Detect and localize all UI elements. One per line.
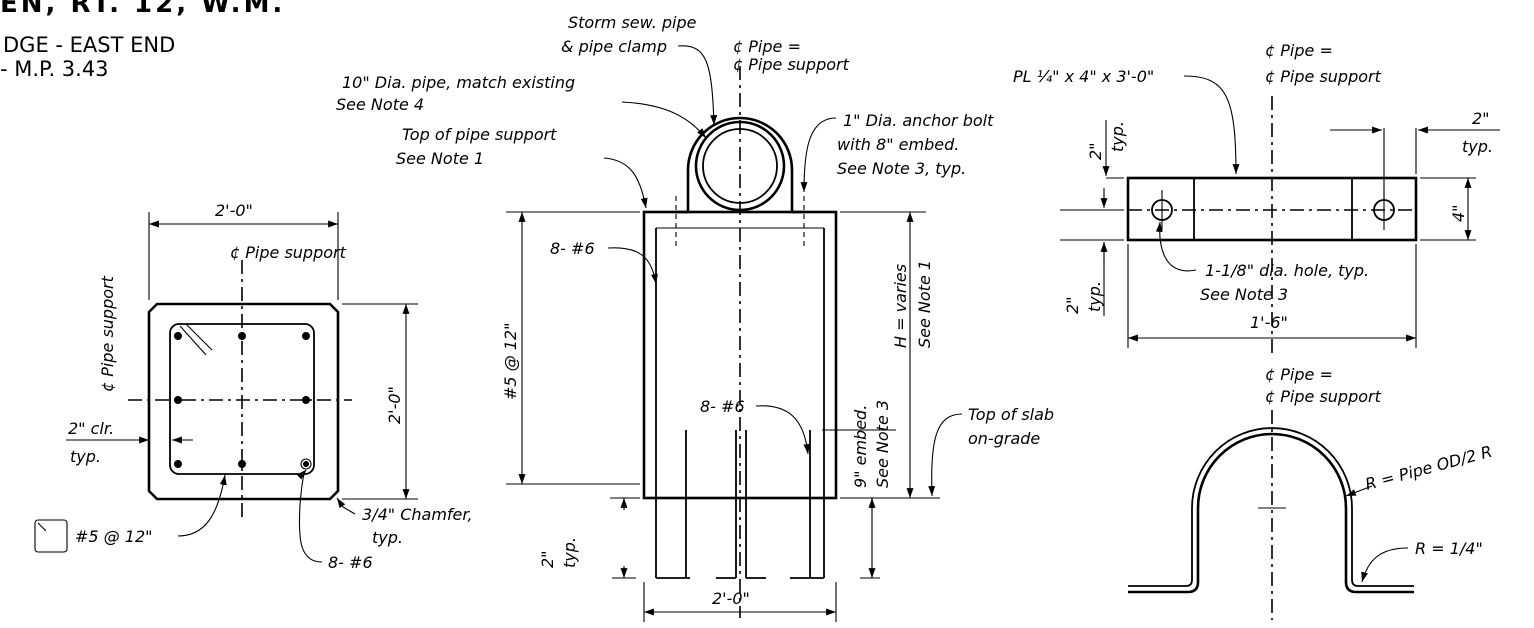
title-block: EN, RT. 12, W.M. DGE - EAST END - M.P. 3…	[0, 0, 285, 81]
elev-stirrup-spacing: #5 @ 12"	[501, 323, 520, 400]
hole-label-1: 1-1/8" dia. hole, typ.	[1205, 261, 1369, 280]
rebar-dot	[174, 332, 182, 340]
anchor-3: See Note 3, typ.	[837, 159, 966, 178]
leader-anchor	[800, 117, 837, 193]
top-support-2: See Note 1	[396, 149, 484, 168]
clamp-edge-2-typ: typ.	[1085, 281, 1104, 312]
elev-bars-top: 8- #6	[550, 239, 595, 258]
pipe-clamp-outer	[686, 116, 794, 212]
elev-cl-1: ¢ Pipe =	[733, 37, 801, 56]
rebar-dot	[303, 461, 309, 467]
rebar-dot	[302, 396, 310, 404]
stirrup-hook	[179, 325, 207, 356]
top-support-1: Top of pipe support	[402, 125, 557, 144]
rebar-dot	[302, 332, 310, 340]
clamp-plan-cl-2: ¢ Pipe support	[1265, 67, 1382, 86]
plan-bars-label: 8- #6	[328, 553, 373, 572]
leader-chamfer	[336, 497, 356, 515]
clamp-length: 1'-6"	[1250, 313, 1288, 332]
plan-section-view: 2'-0" 2'-0" ¢ Pipe support ¢ Pipe suppor…	[34, 201, 473, 572]
elev-embed-1: 9" embed.	[851, 405, 870, 488]
rebar-dot	[174, 396, 182, 404]
elev-width-dim: 2'-0"	[712, 589, 750, 608]
leader-slab	[928, 413, 963, 497]
title-line-2: DGE - EAST END	[3, 33, 175, 57]
clamp-plan-cl-1: ¢ Pipe =	[1265, 41, 1333, 60]
clamp-elevation-view: ¢ Pipe = ¢ Pipe support R = Pipe OD/2 R …	[1128, 365, 1494, 620]
leader-top-support	[603, 157, 648, 209]
column-outline	[147, 302, 340, 501]
leader-stirrup	[177, 474, 227, 537]
clamp-elev-inner	[1128, 427, 1414, 587]
clamp-plan-view: PL ¼" x 4" x 3'-0" ¢ Pipe = ¢ Pipe suppo…	[1013, 41, 1500, 356]
clamp-edge-2: 2"	[1063, 296, 1082, 314]
stirrup-legend-hook	[37, 522, 47, 532]
plan-cl-label-v: ¢ Pipe support	[98, 275, 117, 392]
leader-bars-mid	[755, 405, 811, 455]
elev-height-1: H = varies	[891, 264, 910, 348]
leader-storm-pipe	[677, 45, 718, 126]
plate-label: PL ¼" x 4" x 3'-0"	[1013, 67, 1154, 86]
stirrup-legend-icon	[34, 519, 68, 553]
elev-cl-2: ¢ Pipe support	[733, 55, 850, 74]
radius-inner: R = 1/4"	[1415, 539, 1483, 558]
elev-embed-2: See Note 3	[873, 400, 892, 488]
rebar-dot	[238, 460, 246, 468]
clamp-edge-1: 2"	[1086, 142, 1105, 160]
stirrup-legend-label: #5 @ 12"	[75, 527, 152, 546]
stirrup-hook-2	[185, 323, 213, 351]
clamp-depth: 4"	[1449, 204, 1468, 222]
elev-height-2: See Note 1	[915, 260, 934, 348]
title-line-1: EN, RT. 12, W.M.	[0, 0, 285, 19]
leader-radius-outer	[1345, 485, 1373, 497]
elev-cover-1: 2"	[538, 550, 557, 568]
slab-label-1: Top of slab	[968, 405, 1054, 424]
hole-label-2: See Note 3	[1200, 285, 1288, 304]
chamfer-label: 3/4" Chamfer,	[362, 505, 473, 524]
rebar-dot	[174, 460, 182, 468]
rebar-dot	[300, 458, 312, 470]
clear-cover-label: 2" clr.	[68, 419, 114, 438]
plan-cl-label-h: ¢ Pipe support	[230, 243, 347, 262]
leader-hole	[1155, 221, 1197, 272]
clamp-elev-outer	[1128, 432, 1414, 594]
leader-radius-inner	[1361, 547, 1409, 583]
plan-height-dim: 2'-0"	[385, 386, 404, 424]
pipe-dia-2: See Note 4	[336, 95, 424, 114]
clamp-edge-3-typ: typ.	[1462, 137, 1493, 156]
clamp-elev-cl-2: ¢ Pipe support	[1265, 387, 1382, 406]
elev-bars-mid: 8- #6	[700, 397, 745, 416]
leader-bars	[296, 469, 323, 563]
elevation-view: #5 @ 12" H = varies See Note 1 9" embed.…	[336, 13, 1054, 622]
elev-cover-2: typ.	[560, 537, 579, 568]
storm-pipe-label-1: Storm sew. pipe	[568, 13, 697, 32]
clamp-elev-cl-1: ¢ Pipe =	[1265, 365, 1333, 384]
pipe-dia-1: 10" Dia. pipe, match existing	[342, 73, 575, 92]
storm-pipe-label-2: & pipe clamp	[561, 37, 667, 56]
radius-outer: R = Pipe OD/2 R	[1363, 442, 1494, 494]
leader-bars-top	[607, 247, 658, 285]
clear-cover-typ: typ.	[70, 447, 101, 466]
anchor-2: with 8" embed.	[837, 135, 959, 154]
plan-width-dim: 2'-0"	[215, 201, 253, 220]
leader-pipe-dia	[621, 101, 707, 139]
leader-plate	[1183, 75, 1240, 175]
title-line-3: - M.P. 3.43	[0, 57, 109, 81]
clamp-edge-1-typ: typ.	[1108, 121, 1127, 152]
clamp-edge-3: 2"	[1472, 109, 1490, 128]
slab-label-2: on-grade	[968, 429, 1040, 448]
anchor-1: 1" Dia. anchor bolt	[843, 111, 994, 130]
chamfer-typ: typ.	[372, 528, 403, 547]
